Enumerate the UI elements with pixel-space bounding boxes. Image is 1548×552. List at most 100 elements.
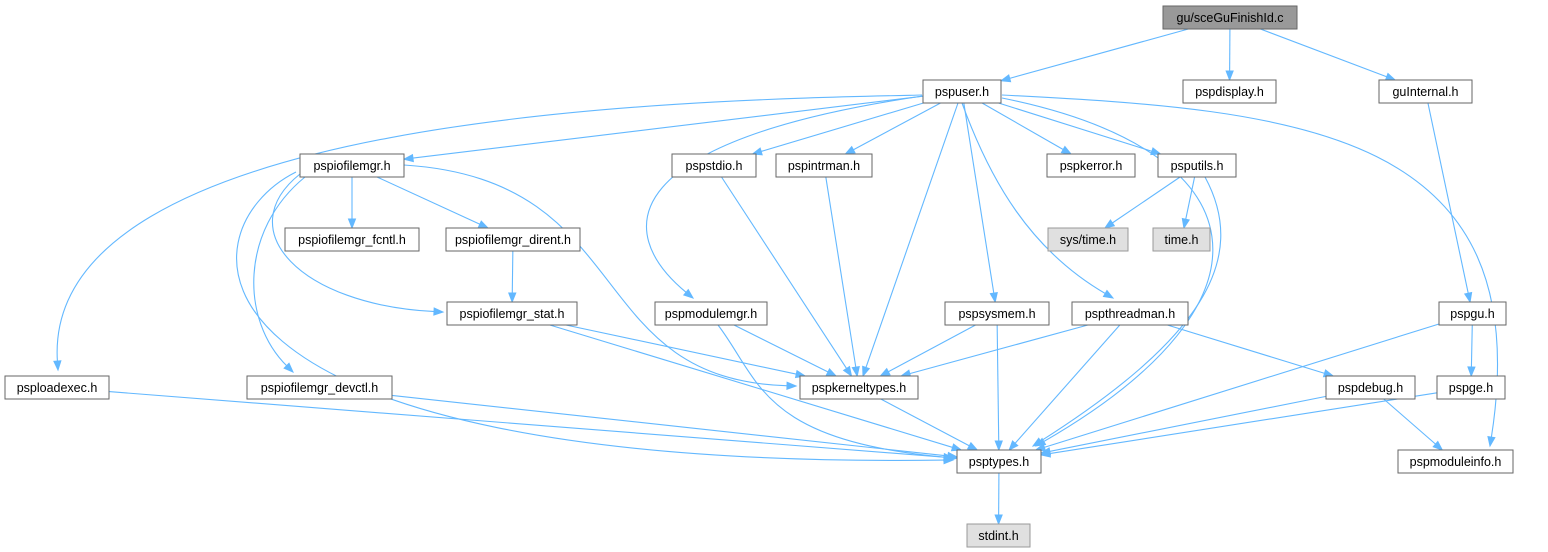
node-box-fcntl bbox=[284, 227, 420, 252]
node-guInternal[interactable]: guInternal.h bbox=[1378, 79, 1473, 104]
node-devctl[interactable]: pspiofilemgr_devctl.h bbox=[246, 375, 393, 400]
node-pspkerneltypes[interactable]: pspkerneltypes.h bbox=[799, 375, 919, 400]
node-psputils[interactable]: psputils.h bbox=[1157, 153, 1237, 178]
edge-pspthreadman-to-psptypes bbox=[1008, 324, 1121, 452]
node-box-pspiofilemgr bbox=[299, 153, 405, 178]
node-box-dirent bbox=[445, 227, 581, 252]
node-pspdebug[interactable]: pspdebug.h bbox=[1325, 375, 1416, 400]
node-box-pspkerneltypes bbox=[799, 375, 919, 400]
node-label-pspiofilemgr: pspiofilemgr.h bbox=[313, 159, 390, 173]
edge-pspuser-to-pspiofilemgr bbox=[402, 95, 924, 163]
node-box-stat bbox=[446, 301, 578, 326]
edge-pspuser-to-psploadexec bbox=[53, 94, 923, 372]
node-label-guInternal: guInternal.h bbox=[1392, 85, 1458, 99]
node-box-pspintrman bbox=[775, 153, 873, 178]
node-pspthreadman[interactable]: pspthreadman.h bbox=[1071, 301, 1189, 326]
node-psptypes[interactable]: psptypes.h bbox=[956, 449, 1042, 474]
node-fcntl[interactable]: pspiofilemgr_fcntl.h bbox=[284, 227, 420, 252]
graph-nodes: gu/sceGuFinishId.c pspuser.h pspdisplay.h g… bbox=[4, 5, 1514, 548]
node-pspintrman[interactable]: pspintrman.h bbox=[775, 153, 873, 178]
node-box-systime bbox=[1047, 227, 1129, 252]
node-label-pspge: pspge.h bbox=[1449, 381, 1494, 395]
node-label-dirent: pspiofilemgr_dirent.h bbox=[455, 233, 571, 247]
node-label-stat: pspiofilemgr_stat.h bbox=[460, 307, 565, 321]
node-label-systime: sys/time.h bbox=[1060, 233, 1116, 247]
edge-pspiofilemgr-to-pspkerneltypes bbox=[403, 164, 798, 390]
edge-root-to-pspuser bbox=[999, 28, 1189, 83]
node-pspsysmem[interactable]: pspsysmem.h bbox=[944, 301, 1050, 326]
node-label-psploadexec: psploadexec.h bbox=[17, 381, 98, 395]
node-box-pspstdio bbox=[671, 153, 757, 178]
node-label-pspmodulemgr: pspmodulemgr.h bbox=[665, 307, 757, 321]
edge-pspuser-to-pspmoduleinfo bbox=[1001, 94, 1498, 448]
edge-dirent-to-stat bbox=[508, 250, 517, 304]
node-pspkerror[interactable]: pspkerror.h bbox=[1046, 153, 1136, 178]
node-label-psputils: psputils.h bbox=[1171, 159, 1224, 173]
edge-pspuser-to-pspsysmem bbox=[963, 102, 998, 304]
edge-pspmodulemgr-to-pspkerneltypes bbox=[733, 324, 838, 377]
node-box-pspmoduleinfo bbox=[1397, 449, 1514, 474]
edge-psputils-to-systime bbox=[1103, 176, 1181, 229]
node-box-pspmodulemgr bbox=[654, 301, 768, 326]
node-label-pspthreadman: pspthreadman.h bbox=[1085, 307, 1175, 321]
edge-pspuser-to-pspmodulemgr bbox=[646, 95, 924, 299]
node-label-root: gu/sceGuFinishId.c bbox=[1177, 11, 1284, 25]
node-label-pspdisplay: pspdisplay.h bbox=[1195, 85, 1264, 99]
node-box-guInternal bbox=[1378, 79, 1473, 104]
edge-pspuser-to-pspstdio bbox=[751, 102, 924, 156]
node-label-pspkerror: pspkerror.h bbox=[1060, 159, 1123, 173]
node-pspdisplay[interactable]: pspdisplay.h bbox=[1182, 79, 1277, 104]
node-label-pspsysmem: pspsysmem.h bbox=[958, 307, 1035, 321]
edge-guInternal-to-pspgu bbox=[1427, 102, 1473, 304]
node-label-pspdebug: pspdebug.h bbox=[1338, 381, 1403, 395]
edge-psptypes-to-stdint bbox=[994, 472, 1003, 526]
edge-pspuser-to-pspthreadman bbox=[961, 102, 1115, 299]
edge-pspiofilemgr-to-devctl bbox=[253, 176, 306, 373]
node-stat[interactable]: pspiofilemgr_stat.h bbox=[446, 301, 578, 326]
node-label-fcntl: pspiofilemgr_fcntl.h bbox=[298, 233, 406, 247]
node-label-pspkerneltypes: pspkerneltypes.h bbox=[812, 381, 907, 395]
edge-psploadexec-to-psptypes bbox=[108, 391, 959, 462]
edge-psputils-to-timeh bbox=[1181, 176, 1196, 230]
edge-pspiofilemgr-to-dirent bbox=[376, 176, 490, 229]
node-label-stdint: stdint.h bbox=[978, 529, 1018, 543]
node-pspmodulemgr[interactable]: pspmodulemgr.h bbox=[654, 301, 768, 326]
node-pspge[interactable]: pspge.h bbox=[1436, 375, 1506, 400]
node-pspstdio[interactable]: pspstdio.h bbox=[671, 153, 757, 178]
node-label-timeh: time.h bbox=[1164, 233, 1198, 247]
node-pspiofilemgr[interactable]: pspiofilemgr.h bbox=[299, 153, 405, 178]
edge-pspstdio-to-pspkerneltypes bbox=[721, 176, 853, 378]
edge-pspintrman-to-pspkerneltypes bbox=[825, 176, 860, 378]
node-label-pspuser: pspuser.h bbox=[935, 85, 989, 99]
node-pspuser[interactable]: pspuser.h bbox=[922, 79, 1002, 104]
node-box-psploadexec bbox=[4, 375, 110, 400]
node-box-pspdebug bbox=[1325, 375, 1416, 400]
edge-pspdebug-to-pspmoduleinfo bbox=[1383, 398, 1444, 451]
node-pspgu[interactable]: pspgu.h bbox=[1438, 301, 1507, 326]
node-dirent[interactable]: pspiofilemgr_dirent.h bbox=[445, 227, 581, 252]
node-label-psptypes: psptypes.h bbox=[969, 455, 1030, 469]
node-box-psptypes bbox=[956, 449, 1042, 474]
node-psploadexec[interactable]: psploadexec.h bbox=[4, 375, 110, 400]
node-box-pspsysmem bbox=[944, 301, 1050, 326]
node-label-pspstdio: pspstdio.h bbox=[686, 159, 743, 173]
node-systime: sys/time.h bbox=[1047, 227, 1129, 252]
node-box-pspdisplay bbox=[1182, 79, 1277, 104]
node-box-pspgu bbox=[1438, 301, 1507, 326]
edge-pspuser-to-psputils bbox=[998, 102, 1162, 156]
node-pspmoduleinfo[interactable]: pspmoduleinfo.h bbox=[1397, 449, 1514, 474]
node-box-pspthreadman bbox=[1071, 301, 1189, 326]
node-root[interactable]: gu/sceGuFinishId.c bbox=[1162, 5, 1298, 30]
edge-devctl-to-psptypes bbox=[391, 394, 959, 461]
edge-pspthreadman-to-pspdebug bbox=[1167, 324, 1335, 378]
graph-edges bbox=[53, 28, 1498, 526]
edge-pspdebug-to-psptypes bbox=[1039, 395, 1327, 456]
node-label-pspgu: pspgu.h bbox=[1450, 307, 1495, 321]
edge-pspsysmem-to-pspkerneltypes bbox=[879, 324, 976, 377]
edge-stat-to-pspkerneltypes bbox=[565, 324, 807, 379]
node-label-pspmoduleinfo: pspmoduleinfo.h bbox=[1410, 455, 1502, 469]
node-box-psputils bbox=[1157, 153, 1237, 178]
node-label-pspintrman: pspintrman.h bbox=[788, 159, 860, 173]
node-stdint: stdint.h bbox=[966, 523, 1031, 548]
